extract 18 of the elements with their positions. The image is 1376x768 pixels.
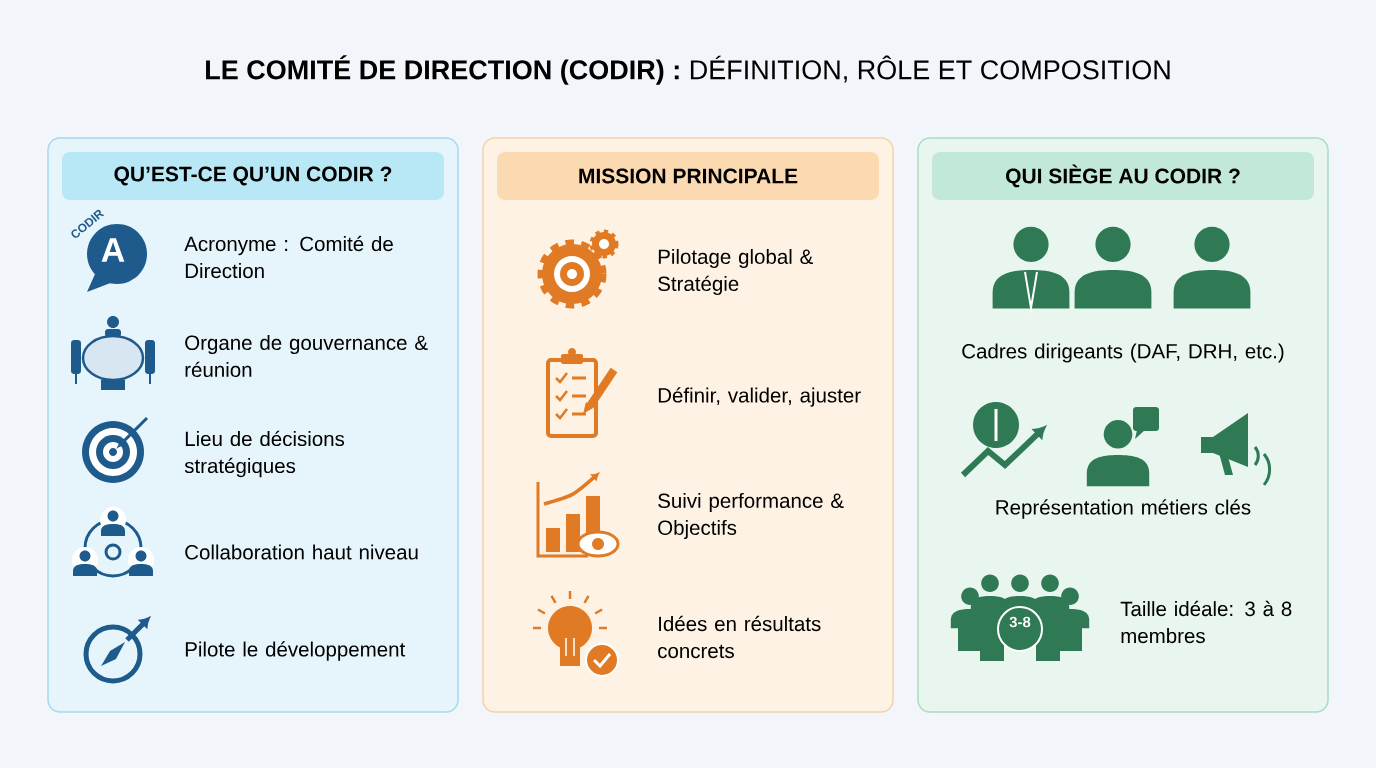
item-text: Pilotage global & Stratégie — [658, 248, 813, 296]
panel-heading: QUI SIÈGE AU CODIR ? — [932, 152, 1314, 200]
panel-heading: MISSION PRINCIPALE — [497, 152, 879, 200]
icon-label: A — [101, 238, 125, 262]
item-text: Définir, valider, ajuster — [658, 387, 861, 407]
title: LE COMITÉ DE DIRECTION (CODIR) : DÉFINITION, RÔLE ET COMPOSITION — [206, 55, 1170, 85]
icon-label: 3-8 — [1009, 616, 1031, 628]
item-text: Taille idéale: 3 à 8 membres — [1120, 600, 1292, 644]
item-text: Idées en résultats concrets — [658, 615, 821, 659]
item-text: Cadres dirigeants (DAF, DRH, etc.) — [962, 343, 1284, 363]
item-text: Pilote le développement — [185, 641, 406, 661]
item-text: Organe de gouvernance & réunion — [185, 334, 428, 378]
item-text: Acronyme : Comité de Direction — [184, 235, 393, 279]
item-text: Suivi performance & Objectifs — [658, 492, 844, 540]
panel-heading: QU’EST-CE QU’UN CODIR ? — [62, 152, 444, 200]
item-text: Représentation métiers clés — [996, 499, 1251, 519]
item-text: Collaboration haut niveau — [185, 544, 418, 560]
item-text: Lieu de décisions stratégiques — [184, 430, 345, 478]
